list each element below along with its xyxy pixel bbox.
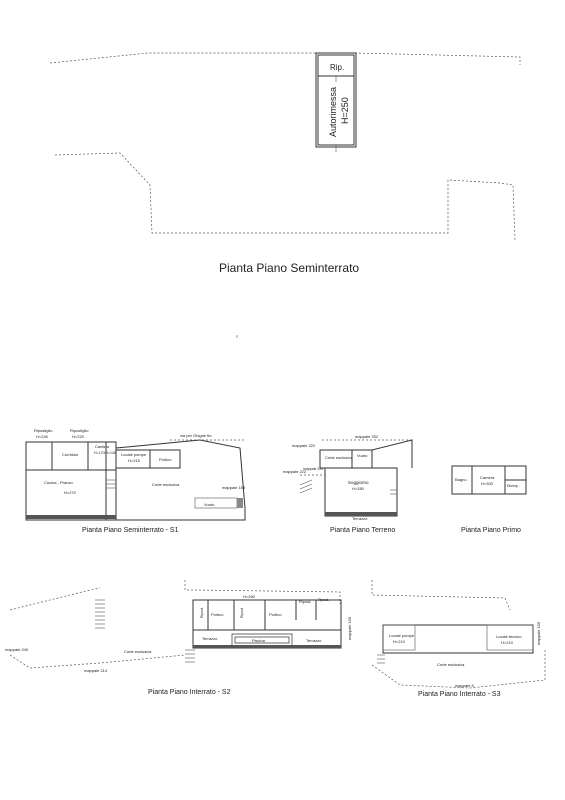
terreno-vuoto: Vuoto [357, 453, 368, 458]
s2-portico-2: Portico [269, 612, 282, 617]
s2-ripost-b: Ripost. [240, 607, 244, 618]
autorimessa-label: Autorimessa [328, 87, 338, 137]
rip-label: Rip. [330, 63, 344, 72]
seminterrato-plan: Rip. Autorimessa H=250 [49, 52, 521, 241]
s3-mappale-159: mappale 159 [536, 621, 541, 645]
title-seminterrato-s1: Pianta Piano Seminterrato - S1 [82, 527, 179, 534]
primo-disimp: Disimp. [507, 484, 519, 488]
terreno-corte: Corte esclusiva [325, 455, 353, 460]
s3-locale-pompe: Locale pompe [389, 633, 415, 638]
s2-plan: H=260 Ripost. Ripost. Ripost. Ripost. Po… [5, 580, 352, 673]
s2-mappale-240: mappale 240 [5, 647, 29, 652]
s1-ripostiglio-1: Ripostiglio [34, 428, 53, 433]
s2-piscina: Piscina [252, 638, 266, 643]
s1-portico: Portico [159, 457, 172, 462]
s2-mappale-214: mappale 214 [84, 668, 108, 673]
s1-corte: Corte esclusiva [152, 482, 180, 487]
terreno-terrazzo: Terrazzo [352, 516, 368, 521]
primo-bagno: Bagno [455, 477, 467, 482]
terreno-plan: mappale 252 mappale 222 mappale 222 mapp… [283, 434, 413, 521]
s1-corridoio: Corridoio [62, 452, 79, 457]
terreno-mappale-252: mappale 252 [355, 434, 379, 439]
s1-ripostiglio-2-h: H=220 [72, 434, 85, 439]
terreno-mappale-222a: mappale 222 [292, 443, 316, 448]
s2-portico-1: Portico [211, 612, 224, 617]
s1-locale-pompe: Locale pompe [121, 452, 147, 457]
terreno-mappale-220: mappale 220 [303, 467, 323, 471]
title-interrato-s2: Pianta Piano Interrato - S2 [148, 689, 231, 696]
terreno-soggiorno-h: H=280 [352, 486, 365, 491]
s2-ripost-d: Ripost. [318, 598, 329, 602]
s1-plan: Ripostiglio H=240 Ripostiglio H=220 Cant… [25, 428, 246, 521]
s3-mappale-8: mappale 8 [455, 683, 474, 688]
terreno-mappale-222b: mappale 222 [283, 469, 307, 474]
s2-mappale-159: mappale 159 [347, 616, 352, 640]
s1-mappale: mappale 159 [222, 485, 246, 490]
title-interrato-s3: Pianta Piano Interrato - S3 [418, 691, 501, 698]
s3-locale-tecnico: Locale tecnico [496, 634, 522, 639]
s1-ripostiglio-1-h: H=240 [36, 434, 49, 439]
title-primo: Pianta Piano Primo [461, 527, 521, 534]
s2-terrazzo-2: Terrazzo [306, 638, 322, 643]
s1-vuoto: Vuoto [204, 502, 215, 507]
s1-cucina: Cucina - Pranzo [44, 480, 73, 485]
primo-camera: Camera [480, 475, 495, 480]
primo-camera-h: H=300 [481, 481, 494, 486]
s2-terrazzo-1: Terrazzo [202, 636, 218, 641]
s1-cantina: Cantina [95, 444, 110, 449]
s2-ripost-c: Ripost. [299, 599, 311, 604]
s2-corte: Corte esclusiva [124, 649, 152, 654]
title-seminterrato: Pianta Piano Seminterrato [219, 261, 359, 275]
primo-plan: Bagno Camera H=300 Disimp. [451, 465, 527, 495]
autorimessa-height: H=250 [340, 97, 350, 124]
s1-cucina-h: H=270 [64, 490, 77, 495]
s1-ripostiglio-2: Ripostiglio [70, 428, 89, 433]
s2-ripost-a: Ripost. [200, 607, 204, 618]
s1-locale-pompe-h: H=215 [128, 458, 141, 463]
title-terreno: Pianta Piano Terreno [330, 527, 395, 534]
s2-h: H=260 [243, 594, 256, 599]
s3-plan: Locale pompe H=210 Locale tecnico H=210 … [371, 580, 546, 689]
s1-cantina-h: H=170/H=140 [94, 451, 116, 455]
s1-via: via per Ghigne tto [180, 433, 212, 438]
s3-locale-tecnico-h: H=210 [501, 640, 514, 645]
s3-locale-pompe-h: H=210 [393, 639, 406, 644]
s3-corte: Corte esclusiva [437, 662, 465, 667]
terreno-soggiorno: Soggiorno [348, 480, 369, 485]
